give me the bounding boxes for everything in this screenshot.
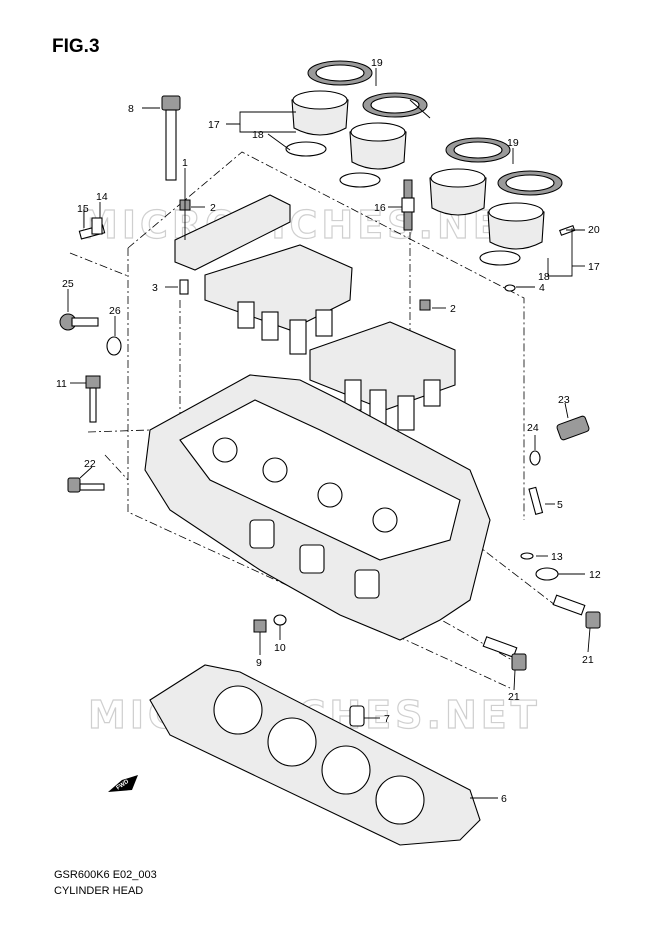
- callout-12: 12: [589, 569, 601, 581]
- callout-26: 26: [109, 305, 121, 317]
- callout-5: 5: [557, 499, 563, 511]
- callout-1: 1: [182, 157, 188, 169]
- cam-cover-bolt: [161, 95, 181, 181]
- callout-19-right: 19: [507, 137, 519, 149]
- callout-20: 20: [588, 224, 600, 236]
- callout-9: 9: [256, 657, 262, 669]
- callout-17-left: 17: [208, 119, 220, 131]
- callout-17-right: 17: [588, 261, 600, 273]
- callout-13: 13: [551, 551, 563, 563]
- cylinder-head-body: [144, 374, 491, 641]
- figure-title: FIG.3: [52, 36, 100, 57]
- callout-16: 16: [374, 202, 386, 214]
- small-hardware: [59, 199, 601, 727]
- intake-pipe-group-left: [285, 60, 431, 188]
- callout-19-left: 19: [371, 57, 383, 69]
- callout-8: 8: [128, 103, 134, 115]
- callout-18-right: 18: [538, 271, 550, 283]
- callout-10: 10: [274, 642, 286, 654]
- model-code: GSR600K6 E02_003: [54, 869, 157, 881]
- callout-3: 3: [152, 282, 158, 294]
- spark-plug: [401, 179, 415, 231]
- callout-22: 22: [84, 458, 96, 470]
- diagram-caption: CYLINDER HEAD: [54, 885, 143, 897]
- intake-pipe-group-right: [429, 137, 576, 292]
- callout-11: 11: [56, 378, 67, 390]
- callout-24: 24: [527, 422, 539, 434]
- leader-lines: [67, 68, 591, 799]
- callout-23: 23: [558, 394, 570, 406]
- callout-6: 6: [501, 793, 507, 805]
- camshaft-holder: [174, 194, 456, 431]
- callout-2-left: 2: [210, 202, 216, 214]
- callout-14: 14: [96, 191, 108, 203]
- callout-18-left: 18: [252, 129, 264, 141]
- callout-2-right: 2: [450, 303, 456, 315]
- callout-4: 4: [539, 282, 545, 294]
- forward-direction-indicator: FWD: [108, 775, 138, 792]
- cylinder-head-gasket: [149, 664, 481, 846]
- callout-25: 25: [62, 278, 74, 290]
- callout-15: 15: [77, 203, 89, 215]
- callout-21-lower: 21: [508, 691, 520, 703]
- callout-21-right: 21: [582, 654, 594, 666]
- callout-7: 7: [384, 713, 390, 725]
- callout-numbers: 19 19 8 17 18 1 2 3 14 15 25 26 11 22 16…: [56, 57, 601, 805]
